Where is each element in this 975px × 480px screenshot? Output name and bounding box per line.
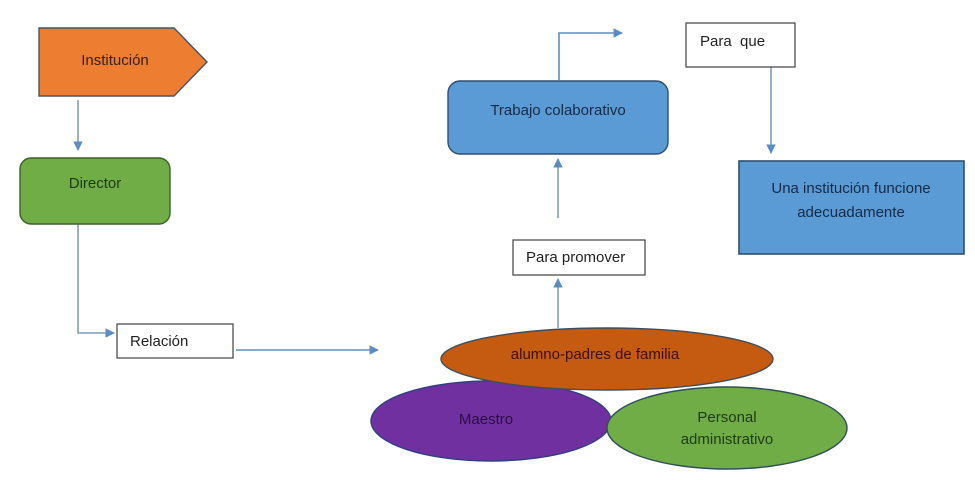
node-personal-administrativo[interactable]: Personal administrativo bbox=[606, 386, 848, 470]
trabajo-colaborativo-shape bbox=[447, 80, 669, 155]
arrow-trabajo-to-para-que bbox=[558, 28, 623, 80]
personal-administrativo-shape bbox=[606, 386, 848, 470]
director-shape bbox=[19, 157, 171, 225]
para-que-label: Para que bbox=[700, 33, 765, 50]
personal-administrativo-label-line1: Personal bbox=[697, 409, 756, 426]
institucion-label: Institución bbox=[81, 52, 149, 69]
resultado-label-line2: adecuadamente bbox=[797, 204, 905, 221]
node-institucion[interactable]: Institución bbox=[38, 27, 208, 97]
institucion-shape bbox=[38, 27, 208, 97]
connectors bbox=[73, 28, 776, 355]
alumno-padres-label: alumno-padres de familia bbox=[511, 346, 680, 363]
node-trabajo-colaborativo[interactable]: Trabajo colaborativo bbox=[447, 80, 669, 155]
node-relacion[interactable]: Relación bbox=[116, 323, 234, 359]
para-promover-shape bbox=[512, 239, 646, 276]
node-maestro[interactable]: Maestro bbox=[370, 380, 612, 462]
resultado-label-line1: Una institución funcione bbox=[771, 180, 930, 197]
para-promover-label: Para promover bbox=[526, 249, 625, 266]
node-para-que[interactable]: Para que bbox=[685, 22, 796, 68]
node-alumno-padres[interactable]: alumno-padres de familia bbox=[440, 327, 774, 391]
arrow-director-to-relacion bbox=[77, 224, 115, 338]
personal-administrativo-label-line2: administrativo bbox=[681, 431, 774, 448]
director-label: Director bbox=[69, 175, 122, 192]
para-que-shape bbox=[685, 22, 796, 68]
trabajo-colaborativo-label: Trabajo colaborativo bbox=[490, 102, 625, 119]
node-resultado[interactable]: Una institución funcione adecuadamente bbox=[738, 160, 965, 255]
node-director[interactable]: Director bbox=[19, 157, 171, 225]
relacion-shape bbox=[116, 323, 234, 359]
resultado-shape bbox=[738, 160, 965, 255]
node-para-promover[interactable]: Para promover bbox=[512, 239, 646, 276]
relacion-label: Relación bbox=[130, 333, 188, 350]
alumno-padres-shape bbox=[440, 327, 774, 391]
maestro-label: Maestro bbox=[459, 411, 513, 428]
